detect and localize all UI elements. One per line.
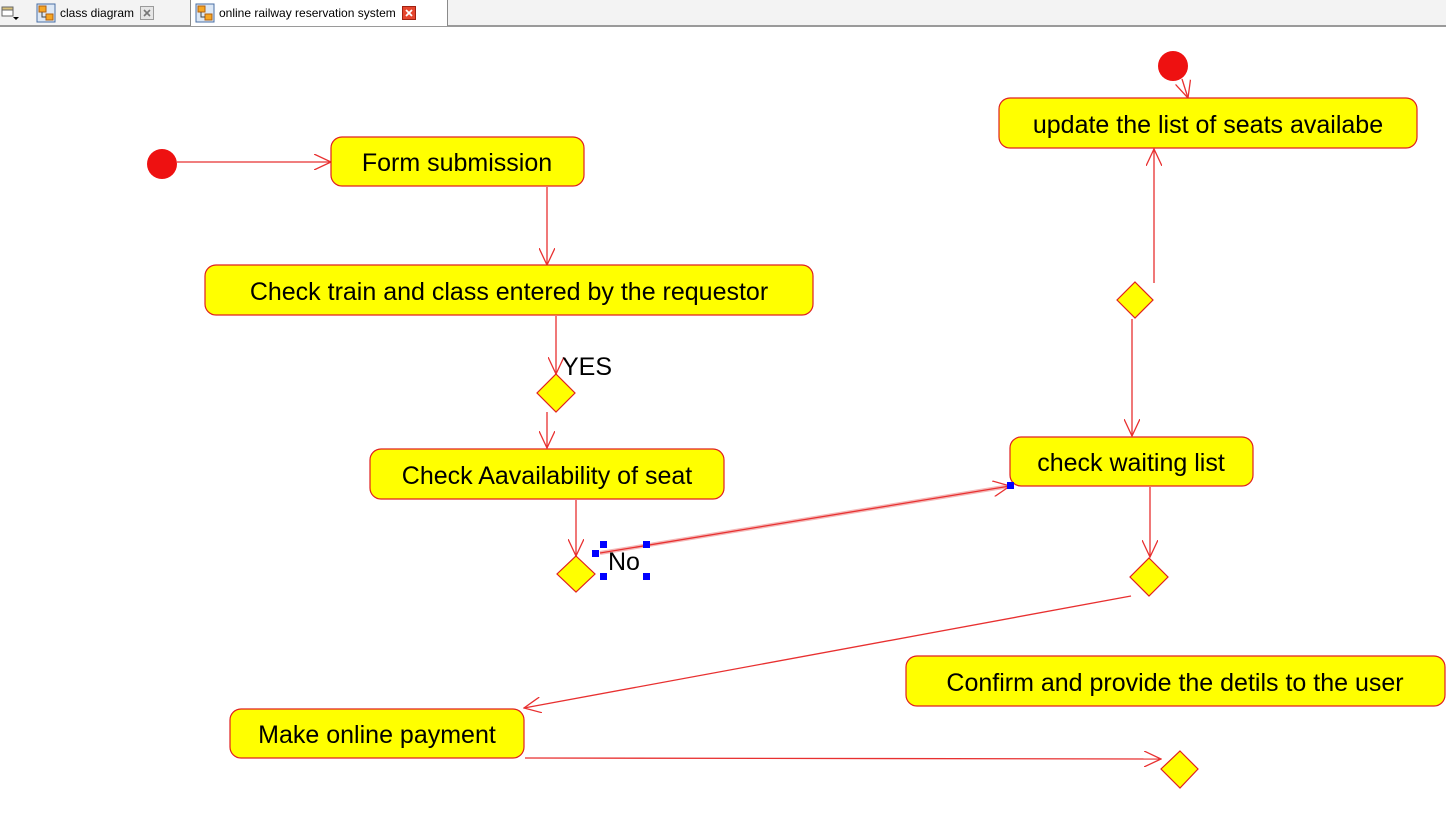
activity-label: Check Aavailability of seat xyxy=(402,462,692,490)
edges xyxy=(177,78,1188,759)
edge-make-payment-to-decision[interactable] xyxy=(524,758,1161,759)
selection-handles[interactable] xyxy=(592,482,1014,580)
initial-node[interactable] xyxy=(1158,51,1188,81)
tab-class-diagram[interactable]: class diagram xyxy=(32,0,180,26)
activity-label: Check train and class entered by the req… xyxy=(250,278,768,306)
tab-label: class diagram xyxy=(60,6,135,20)
activity-label: check waiting list xyxy=(1037,449,1225,477)
activity-label: Form submission xyxy=(362,149,552,177)
decision-node[interactable] xyxy=(1116,281,1154,319)
close-icon[interactable] xyxy=(401,6,416,20)
guard-label-yes[interactable]: YES xyxy=(562,353,612,381)
edge-no-to-check-waiting-list[interactable] xyxy=(599,486,1010,554)
close-icon[interactable] xyxy=(140,6,155,20)
diagram-icon xyxy=(36,3,56,23)
diagram-icon xyxy=(195,3,215,23)
activity-confirm-details[interactable]: Confirm and provide the detils to the us… xyxy=(905,655,1446,707)
diagram-canvas[interactable]: Form submission Check train and class en… xyxy=(0,29,1446,836)
decision-node[interactable] xyxy=(556,555,596,593)
decision-node[interactable] xyxy=(1160,750,1199,789)
tab-label: online railway reservation system xyxy=(219,6,396,20)
activity-diagram: Form submission Check train and class en… xyxy=(147,51,1446,789)
edge-start2-to-update-seats[interactable] xyxy=(1182,78,1188,98)
initial-node[interactable] xyxy=(147,149,177,179)
activity-label: Confirm and provide the detils to the us… xyxy=(946,669,1403,697)
activity-make-payment[interactable]: Make online payment xyxy=(229,708,525,759)
edge-decision-to-make-payment[interactable] xyxy=(524,595,1132,708)
activity-form-submission[interactable]: Form submission xyxy=(330,136,585,187)
tab-list-menu-icon[interactable] xyxy=(0,3,22,23)
decision-node[interactable] xyxy=(536,373,576,413)
tab-bar: class diagram online railway reservation… xyxy=(0,0,1446,27)
activity-label: Make online payment xyxy=(258,721,496,749)
activity-check-availability[interactable]: Check Aavailability of seat xyxy=(369,448,725,500)
tab-online-railway-reservation-system[interactable]: online railway reservation system xyxy=(190,0,448,26)
activity-check-waiting-list[interactable]: check waiting list xyxy=(1009,436,1254,487)
activity-update-seats[interactable]: update the list of seats availabe xyxy=(998,97,1418,149)
guard-label-no[interactable]: No xyxy=(608,548,640,576)
decision-node[interactable] xyxy=(1129,557,1169,597)
activity-check-train-and-class[interactable]: Check train and class entered by the req… xyxy=(204,264,814,316)
activity-label: update the list of seats availabe xyxy=(1033,111,1383,139)
